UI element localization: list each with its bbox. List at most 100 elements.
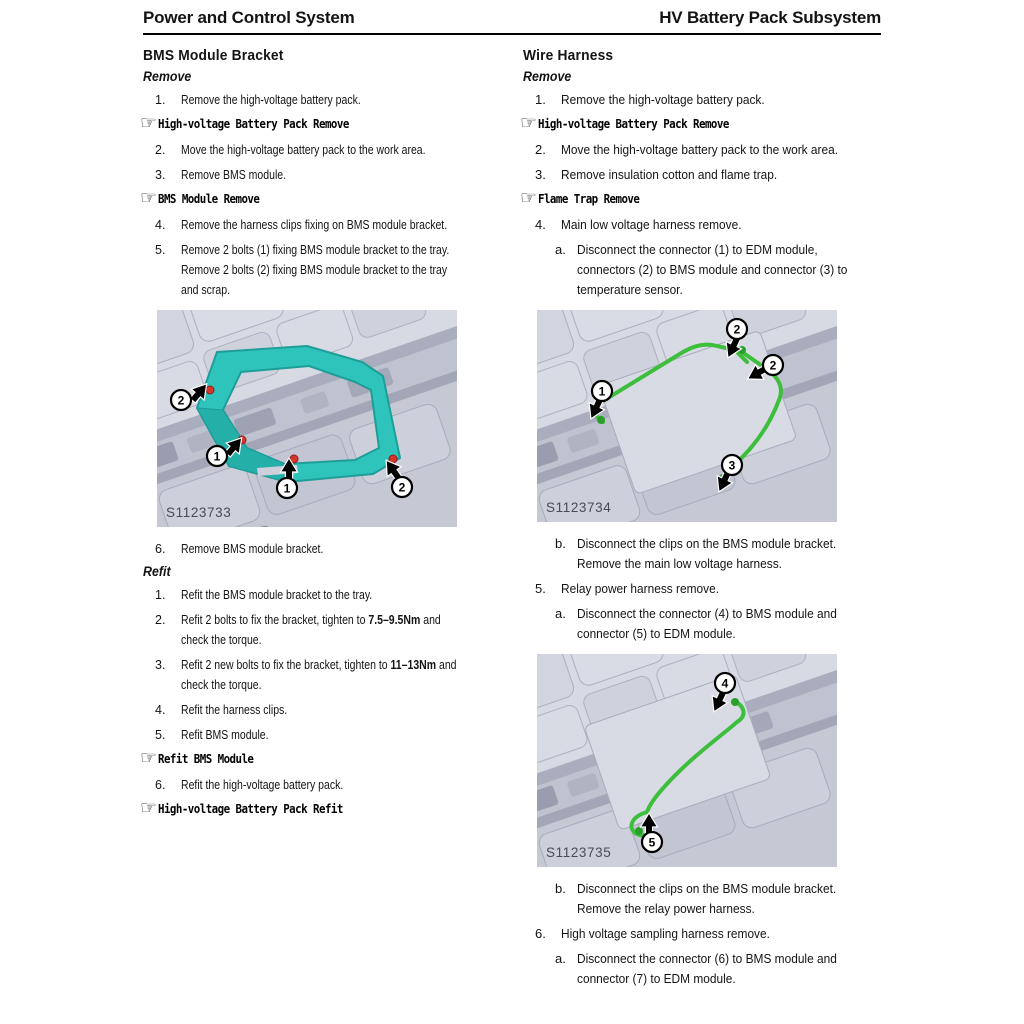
step-text: Remove the high-voltage battery pack. (561, 92, 765, 107)
substep-text: Disconnect the connector (4) to BMS modu… (577, 606, 837, 641)
step-text: Refit 2 bolts to fix the bracket, tighte… (181, 610, 458, 650)
figure-label: S1123734 (546, 500, 612, 515)
pointing-hand-icon: ☞ (520, 188, 538, 209)
substep-text: Disconnect the clips on the BMS module b… (577, 881, 837, 916)
step-text: High voltage sampling harness remove. (561, 926, 770, 941)
figure-label: S1123735 (546, 845, 612, 860)
procedure-link-label: High-voltage Battery Pack Remove (158, 117, 349, 131)
step-number: 6. (155, 778, 166, 792)
callout-arrow-icon (188, 382, 208, 404)
step-number: 6. (155, 542, 166, 556)
step: 5. Refit BMS module. (143, 725, 457, 745)
step: 4. Main low voltage harness remove. (523, 215, 881, 235)
step-number: 1. (155, 93, 166, 107)
module-cover-art (585, 675, 770, 830)
header-title-right: HV Battery Pack Subsystem (659, 8, 881, 27)
procedure-link[interactable]: ☞ High-voltage Battery Pack Remove (520, 113, 881, 134)
step-text-part: Refit 2 new bolts to fix the bracket, ti… (181, 658, 391, 672)
step-text: Move the high-voltage battery pack to th… (561, 142, 839, 157)
step-number: 1. (155, 588, 166, 602)
callout-circle (205, 444, 229, 468)
step: 2. Refit 2 bolts to fix the bracket, tig… (143, 610, 457, 650)
pointing-hand-icon: ☞ (140, 748, 158, 769)
substep-text: Disconnect the connector (1) to EDM modu… (577, 242, 848, 297)
step-text: Move the high-voltage battery pack to th… (181, 143, 426, 157)
step: 2. Move the high-voltage battery pack to… (143, 140, 457, 160)
procedure-link-label: Refit BMS Module (158, 752, 254, 766)
step: 1. Refit the BMS module bracket to the t… (143, 585, 457, 605)
substep: a. Disconnect the connector (6) to BMS m… (523, 949, 881, 989)
callout-number: 1 (599, 385, 606, 399)
step-number: 3. (535, 167, 546, 182)
pointing-hand-icon: ☞ (520, 113, 538, 134)
section-title-text: Wire Harness (523, 47, 614, 64)
bolt-marker (205, 385, 215, 395)
step-text-part: Refit 2 bolts to fix the bracket, tighte… (181, 613, 369, 627)
section-title-text: BMS Module Bracket (143, 47, 284, 64)
step-number: 1. (535, 92, 546, 107)
section-title: BMS Module Bracket (143, 47, 457, 64)
step-text: Remove 2 bolts (1) fixing BMS module bra… (181, 243, 450, 297)
procedure-link-label: High-voltage Battery Pack Refit (158, 802, 343, 816)
step-number: 3. (155, 168, 166, 182)
procedure-link[interactable]: ☞ Refit BMS Module (140, 748, 457, 769)
procedure-link[interactable]: ☞ Flame Trap Remove (520, 188, 881, 209)
callout-circle (169, 388, 193, 412)
substep-letter: a. (555, 606, 566, 621)
step-number: 5. (155, 243, 166, 257)
step: 4. Refit the harness clips. (143, 700, 457, 720)
step: 1. Remove the high-voltage battery pack. (523, 90, 881, 110)
step-text: Remove BMS module. (181, 168, 287, 182)
subheading-remove: Remove (143, 69, 457, 84)
callout-number: 2 (734, 323, 741, 337)
step-number: 2. (535, 142, 546, 157)
step-number: 2. (155, 143, 166, 157)
step-text: Refit the high-voltage battery pack. (181, 778, 344, 792)
subheading-refit: Refit (143, 564, 457, 579)
step: 3. Remove insulation cotton and flame tr… (523, 165, 881, 185)
step-text: Remove insulation cotton and flame trap. (561, 167, 778, 182)
step-text: Remove the harness clips fixing on BMS m… (181, 218, 448, 232)
step-text-part: and check the torque. (181, 658, 457, 692)
step-number: 2. (155, 613, 166, 627)
figure-harness-art: 2 2 1 3 (537, 310, 837, 522)
figure-main-low-voltage-harness: 2 2 1 3 S1123734 (537, 310, 837, 522)
step-number: 5. (535, 581, 546, 596)
step: 2. Move the high-voltage battery pack to… (523, 140, 881, 160)
callout-circle (275, 476, 299, 500)
figure-harness-art: 45 (537, 654, 837, 867)
callout-circle (390, 475, 414, 499)
callout-number: 2 (770, 359, 777, 373)
callout-number: 1 (214, 450, 221, 464)
callout-circle (713, 671, 737, 695)
step-number: 3. (155, 658, 166, 672)
page-content: BMS Module Bracket Remove 1. Remove the … (140, 37, 881, 994)
step-text: Refit the harness clips. (181, 703, 288, 717)
step: 6. Refit the high-voltage battery pack. (143, 775, 457, 795)
subheading-text: Remove (143, 69, 192, 84)
step-text-part: and check the torque. (181, 613, 441, 647)
procedure-link[interactable]: ☞ High-voltage Battery Pack Refit (140, 799, 457, 818)
substep-letter: b. (555, 536, 566, 551)
callout-number: 3 (729, 459, 736, 473)
substep-text: Disconnect the clips on the BMS module b… (577, 536, 837, 571)
step-text: Refit the BMS module bracket to the tray… (181, 588, 373, 602)
step: 4. Remove the harness clips fixing on BM… (143, 215, 457, 235)
procedure-link[interactable]: ☞ High-voltage Battery Pack Remove (140, 113, 457, 134)
pointing-hand-icon: ☞ (140, 113, 158, 134)
callout-number: 2 (399, 481, 406, 495)
section-title: Wire Harness (523, 47, 881, 64)
callout-circle (590, 379, 614, 403)
step-number: 4. (155, 218, 166, 232)
step: 5. Relay power harness remove. (523, 579, 881, 599)
step-text: Remove BMS module bracket. (181, 542, 324, 556)
procedure-link[interactable]: ☞ BMS Module Remove (140, 189, 457, 208)
step: 5. Remove 2 bolts (1) fixing BMS module … (143, 240, 457, 300)
callout-circle (725, 317, 749, 341)
header-title-left: Power and Control System (143, 8, 355, 27)
callout-number: 4 (722, 677, 729, 691)
step: 1. Remove the high-voltage battery pack. (143, 90, 457, 110)
